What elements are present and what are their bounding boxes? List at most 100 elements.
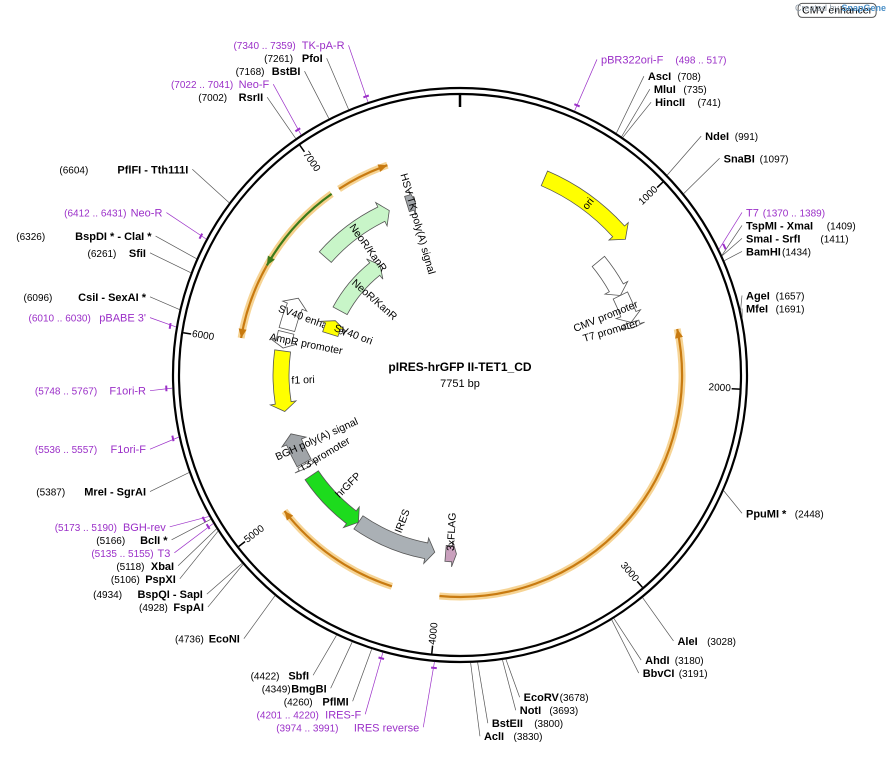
enzyme-leader-line xyxy=(724,491,742,514)
enzyme-leader-line xyxy=(192,169,229,202)
primer-position: (6412 .. 6431) xyxy=(64,209,126,220)
enzyme-position: (2448) xyxy=(795,509,824,520)
enzyme-leader-line xyxy=(471,663,480,736)
enzyme-label: BspQI - SapI(4934) xyxy=(93,589,203,601)
enzyme-name: SmaI - SrfI xyxy=(746,233,800,245)
enzyme-position: (5106) xyxy=(111,575,140,586)
primer-leader-line xyxy=(150,388,172,391)
primer-name: IRES reverse xyxy=(354,722,419,734)
primer-position: (5536 .. 5557) xyxy=(35,445,97,456)
primer-site-mark xyxy=(431,668,437,669)
enzyme-name: AscI xyxy=(648,71,671,83)
enzyme-leader-line xyxy=(623,102,651,137)
enzyme-position: (5166) xyxy=(96,536,125,547)
enzyme-position: (5118) xyxy=(116,562,144,573)
primer-label: pBR322ori-F (498 .. 517) xyxy=(601,54,727,66)
enzyme-name: NotI xyxy=(520,705,541,717)
tick-mark xyxy=(300,145,305,152)
primer-position: (5173 .. 5190) xyxy=(55,523,117,534)
enzyme-label: NotI (3693) xyxy=(520,705,579,717)
primer-site-mark xyxy=(574,104,579,106)
enzyme-position: (1657) xyxy=(776,292,805,303)
primer-leader-line xyxy=(365,652,383,714)
enzyme-label: BbvCI(3191) xyxy=(643,668,708,680)
primer-site-mark xyxy=(295,128,300,131)
enzyme-leader-line xyxy=(616,76,644,133)
enzyme-name: BstEII xyxy=(492,718,523,730)
enzyme-name: XbaI xyxy=(151,561,174,573)
enzyme-label: MluI(735) xyxy=(654,84,707,96)
enzyme-name: MfeI xyxy=(746,304,768,316)
primer-name: TK-pA-R xyxy=(302,40,345,52)
enzyme-label: TspMI - XmaI(1409) xyxy=(746,220,856,232)
enzyme-position: (7261) xyxy=(264,54,293,65)
enzyme-leader-line xyxy=(305,71,329,118)
feature-cmv-enhancer xyxy=(592,256,627,295)
primer-label: T3(5135 .. 5155) xyxy=(91,548,170,560)
enzyme-position: (708) xyxy=(678,72,701,83)
enzyme-label: SmaI - SrfI(1411) xyxy=(746,233,849,245)
primer-name: T3 xyxy=(158,548,171,560)
enzyme-label: PpuMI * (2448) xyxy=(746,508,824,520)
primer-position: (498 .. 517) xyxy=(675,55,726,66)
tick-label: 3000 xyxy=(618,560,641,584)
primer-label: F1ori-F (5536 .. 5557) xyxy=(35,444,146,456)
enzyme-leader-line xyxy=(178,529,216,566)
primer-position: (1370 .. 1389) xyxy=(763,208,825,219)
enzyme-position: (3693) xyxy=(549,706,578,717)
enzyme-position: (7168) xyxy=(236,67,265,78)
primer-name: F1ori-R xyxy=(109,386,146,398)
plasmid-name: pIRES-hrGFP II-TET1_CD xyxy=(388,360,531,374)
primer-position: (6010 .. 6030) xyxy=(29,314,91,325)
enzyme-position: (6326) xyxy=(16,232,45,243)
primer-leader-line xyxy=(273,84,301,135)
primer-site-mark xyxy=(363,95,368,97)
primer-arc xyxy=(285,511,392,586)
enzyme-name: PfoI xyxy=(302,53,323,65)
enzyme-position: (5387) xyxy=(36,488,65,499)
enzyme-leader-line xyxy=(150,473,189,492)
enzyme-leader-line xyxy=(741,296,742,311)
enzyme-leader-line xyxy=(156,236,197,259)
enzyme-name: AclI xyxy=(484,731,504,743)
primer-label: T7(1370 .. 1389) xyxy=(746,207,825,219)
enzyme-name: PpuMI * xyxy=(746,508,787,520)
enzyme-name: BspQI - SapI xyxy=(137,589,202,601)
enzyme-name: TspMI - XmaI xyxy=(746,220,813,232)
enzyme-label: NdeI(991) xyxy=(705,131,758,143)
primer-label: pBABE 3'(6010 .. 6030) xyxy=(29,313,146,325)
primer-name: pBR322ori-F xyxy=(601,54,664,66)
primer-label: Neo-F(7022 .. 7041) xyxy=(171,79,270,91)
enzyme-label: HincII(741) xyxy=(655,97,721,109)
tick-mark xyxy=(239,542,245,547)
primer-leader-line xyxy=(166,213,206,239)
enzyme-name: HincII xyxy=(655,97,685,109)
enzyme-label: SnaBI(1097) xyxy=(724,153,789,165)
enzyme-label: AclI(3830) xyxy=(484,731,543,743)
enzyme-label: BstEII(3800) xyxy=(492,718,563,730)
feature-label: f1 ori xyxy=(291,374,315,387)
enzyme-leader-line xyxy=(207,563,242,594)
enzyme-name: BbvCI xyxy=(643,668,675,680)
enzyme-leader-line xyxy=(684,158,720,193)
primer-label: TK-pA-R(7340 .. 7359) xyxy=(233,40,344,52)
enzyme-label: AhdI(3180) xyxy=(645,655,704,667)
enzyme-name: EcoNI xyxy=(209,634,240,646)
primer-position: (7022 .. 7041) xyxy=(171,80,233,91)
enzyme-name: SbfI xyxy=(288,670,309,682)
enzyme-position: (6604) xyxy=(59,165,88,176)
enzyme-label: PfoI (7261) xyxy=(264,53,323,65)
primer-name: F1ori-F xyxy=(111,444,147,456)
enzyme-label: BspDI * - ClaI *(6326) xyxy=(16,231,152,243)
backbone-outer xyxy=(173,88,747,662)
enzyme-name: RsrII xyxy=(239,92,263,104)
feature-label: HSV TK poly(A) signal xyxy=(397,172,437,276)
enzyme-label: PspXI(5106) xyxy=(111,574,176,586)
feature-ires xyxy=(354,516,435,564)
enzyme-label: EcoRV(3678) xyxy=(524,692,589,704)
tick-label: 5000 xyxy=(242,523,267,546)
enzyme-leader-line xyxy=(244,596,275,639)
enzyme-position: (3028) xyxy=(707,637,736,648)
enzyme-name: PflMI xyxy=(322,696,348,708)
